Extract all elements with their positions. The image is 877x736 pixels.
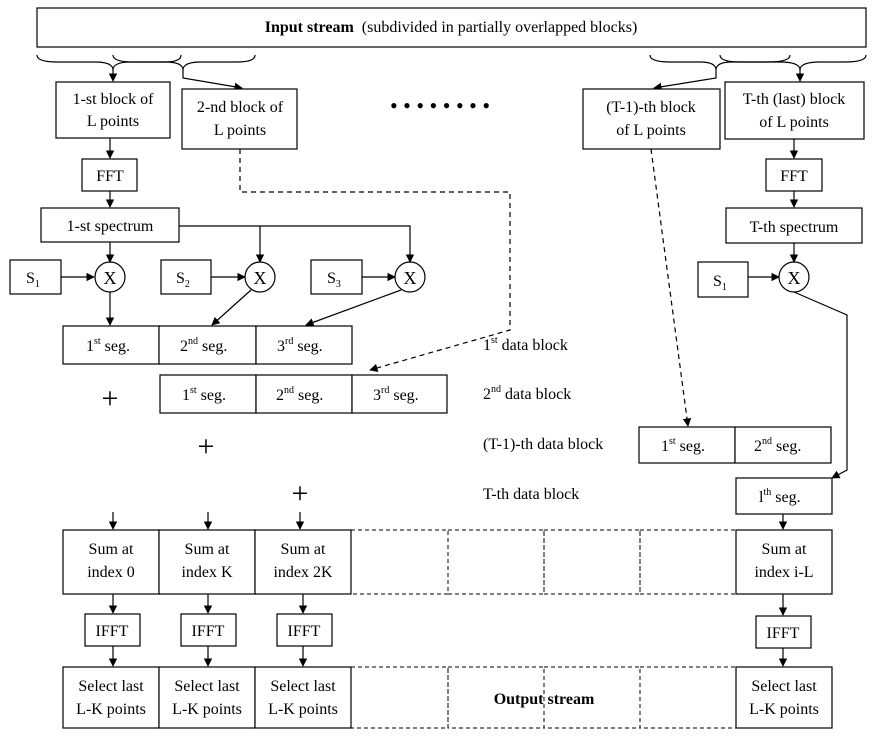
sum-0-line2: index 0	[87, 564, 135, 581]
plus-sign-3: +	[292, 477, 309, 510]
svg-text:Select last: Select last	[751, 678, 817, 695]
svg-text:Select last: Select last	[174, 678, 240, 695]
data-block-t-minus-1-segments: 1st seg. 2nd seg.	[638, 426, 832, 464]
svg-text:3rd seg.: 3rd seg.	[373, 385, 419, 404]
spectrum-t-box: T-th spectrum	[725, 207, 863, 244]
block-1-line1: 1-st block of	[73, 91, 155, 108]
block-1-line2: L points	[87, 113, 139, 130]
svg-text:IFFT: IFFT	[288, 623, 321, 640]
svg-text:L-K points: L-K points	[76, 701, 146, 718]
block-t-line2: of L points	[759, 114, 829, 131]
plus-sign-2: +	[198, 430, 215, 463]
block-t-minus-1: (T-1)-th block of L points	[582, 88, 721, 150]
ellipsis-dots: • • • • • • • •	[390, 93, 490, 118]
data-block-t-segment: lth seg.	[735, 477, 833, 515]
sum-2k-line1: Sum at	[281, 541, 326, 558]
svg-text:X: X	[104, 268, 117, 288]
sum-k-line2: index K	[181, 564, 233, 581]
sum-row: Sum at index 0 Sum at index K Sum at ind…	[62, 529, 833, 595]
sum-0-line1: Sum at	[89, 541, 134, 558]
svg-text:2nd seg.: 2nd seg.	[180, 336, 227, 355]
svg-text:1st seg.: 1st seg.	[661, 436, 705, 455]
overlap-braces	[36, 54, 867, 71]
svg-text:X: X	[404, 268, 417, 288]
data-block-2-label: 2nd data block	[483, 384, 571, 403]
svg-text:2nd seg.: 2nd seg.	[754, 436, 801, 455]
block-t-minus-1-line2: of L points	[616, 122, 686, 139]
block-2-line2: L points	[214, 122, 266, 139]
svg-text:IFFT: IFFT	[192, 623, 225, 640]
multiplier-1: X	[94, 261, 126, 293]
block-2: 2-nd block of L points	[181, 88, 298, 150]
s1-box-right: S1	[697, 261, 749, 298]
multiplier-3: X	[394, 261, 426, 293]
data-block-t-label: T-th data block	[483, 486, 579, 503]
s2-box: S2	[160, 259, 212, 295]
svg-text:lth seg.: lth seg.	[759, 487, 801, 506]
svg-text:1st seg.: 1st seg.	[182, 385, 226, 404]
svg-text:1st seg.: 1st seg.	[86, 336, 130, 355]
block-1: 1-st block of L points	[55, 81, 171, 139]
svg-text:3rd seg.: 3rd seg.	[277, 336, 323, 355]
data-block-t-minus-1-label: (T-1)-th data block	[483, 436, 603, 453]
data-block-2-segments: 1st seg. 2nd seg. 3rd seg.	[159, 374, 448, 414]
multiplier-t: X	[778, 261, 810, 293]
sum-k-line1: Sum at	[185, 541, 230, 558]
block-2-line1: 2-nd block of	[197, 99, 284, 116]
data-block-1-segments: 1st seg. 2nd seg. 3rd seg.	[62, 325, 353, 365]
sum-il-line2: index i-L	[754, 564, 813, 581]
s1-box-left: S1	[9, 259, 62, 295]
svg-text:2nd seg.: 2nd seg.	[276, 385, 323, 404]
sum-2k-line2: index 2K	[273, 564, 333, 581]
output-row: Select last L-K points Select last L-K p…	[62, 666, 833, 729]
svg-text:S1: S1	[713, 273, 727, 293]
block-t-minus-1-line1: (T-1)-th block	[606, 99, 696, 116]
input-stream-box: Input stream (subdivided in partially ov…	[36, 7, 867, 48]
svg-text:S2: S2	[176, 270, 190, 290]
input-stream-subtitle: (subdivided in partially overlapped bloc…	[362, 19, 637, 36]
fft-label-right: FFT	[780, 168, 808, 185]
block-t-line1: T-th (last) block	[743, 91, 846, 108]
fft-box-left: FFT	[81, 158, 138, 192]
multiplier-2: X	[244, 261, 276, 293]
svg-text:Select last: Select last	[270, 678, 336, 695]
svg-text:S1: S1	[26, 270, 40, 290]
plus-sign-1: +	[102, 382, 119, 415]
svg-text:S3: S3	[327, 270, 341, 290]
s3-box: S3	[310, 259, 363, 295]
svg-text:X: X	[254, 268, 267, 288]
fft-box-right: FFT	[765, 158, 823, 192]
svg-text:L-K points: L-K points	[268, 701, 338, 718]
data-block-1-label: 1st data block	[483, 335, 568, 354]
ifft-boxes: IFFT IFFT IFFT IFFT	[84, 613, 812, 649]
svg-text:L-K points: L-K points	[749, 701, 819, 718]
svg-text:X: X	[788, 268, 801, 288]
block-t: T-th (last) block of L points	[724, 81, 865, 140]
input-stream-title: Input stream	[265, 19, 355, 36]
fft-label-left: FFT	[96, 168, 124, 185]
spectrum-1-label: 1-st spectrum	[67, 218, 154, 235]
svg-text:Input stream (subdivided: Input stream (subdivided in partially ov…	[265, 19, 638, 36]
spectrum-1-box: 1-st spectrum	[40, 207, 180, 243]
svg-text:L-K points: L-K points	[172, 701, 242, 718]
svg-text:IFFT: IFFT	[96, 623, 129, 640]
spectrum-t-label: T-th spectrum	[750, 219, 839, 236]
svg-text:Select last: Select last	[78, 678, 144, 695]
sum-il-line1: Sum at	[762, 541, 807, 558]
svg-text:IFFT: IFFT	[767, 625, 800, 642]
output-stream-label: Output stream	[494, 691, 595, 708]
